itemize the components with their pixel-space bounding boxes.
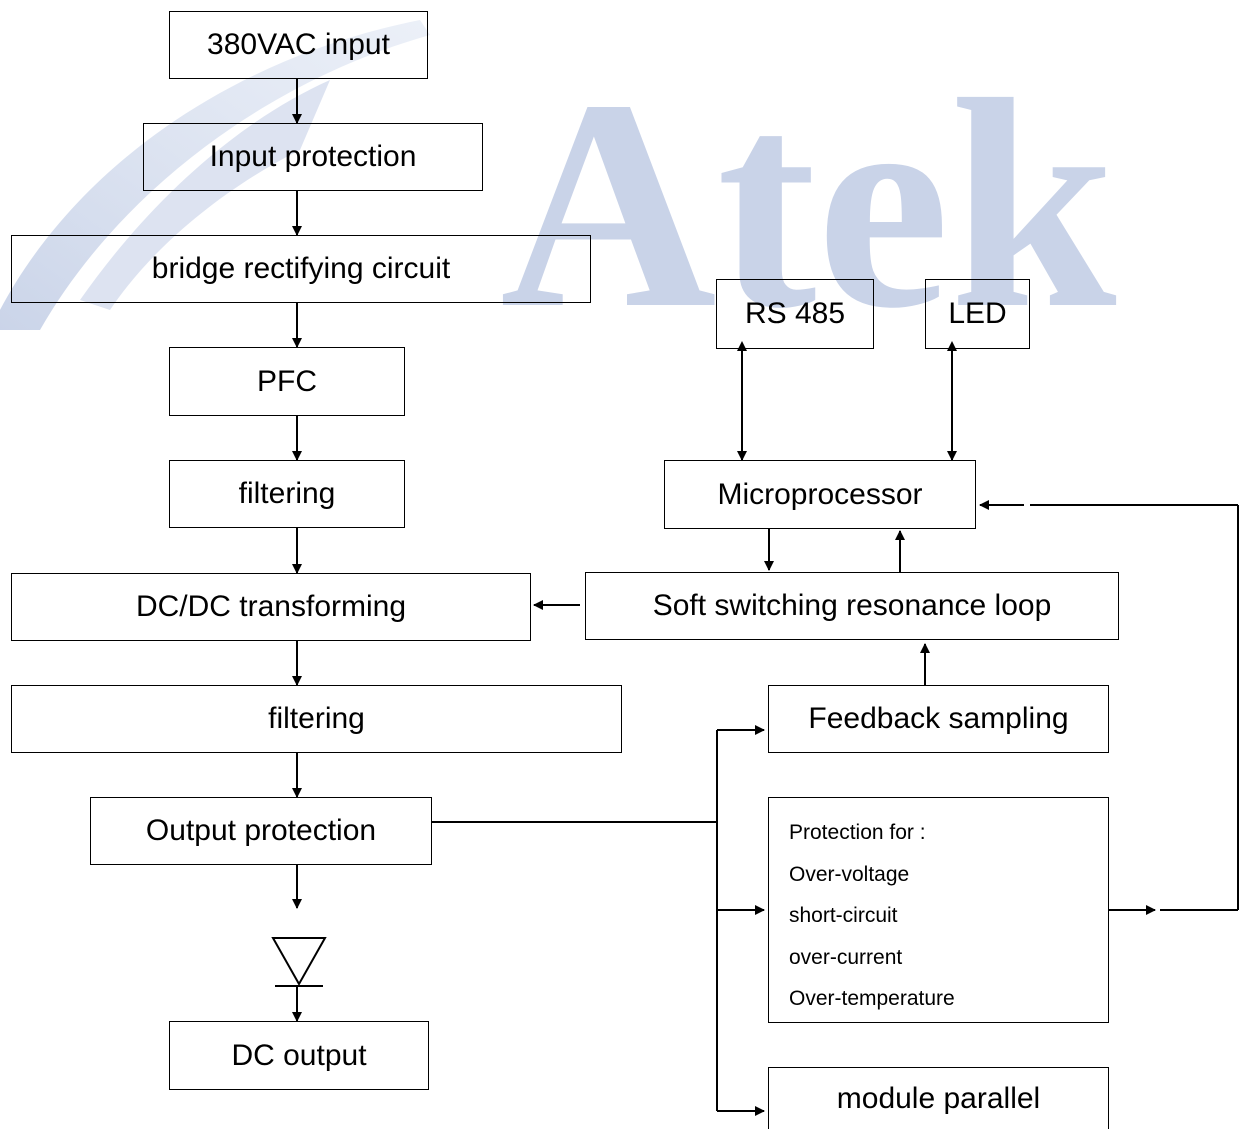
block-pfc: PFC bbox=[169, 347, 405, 416]
swoosh-icon bbox=[0, 20, 430, 330]
block-input-protection: Input protection bbox=[143, 123, 483, 191]
protection-item: Over-voltage bbox=[789, 862, 910, 886]
protection-item: over-current bbox=[789, 945, 903, 969]
protection-item: short-circuit bbox=[789, 904, 898, 927]
block-microprocessor: Microprocessor bbox=[664, 460, 976, 529]
watermark-text: Atek bbox=[500, 38, 1118, 370]
block-dc-output: DC output bbox=[169, 1021, 429, 1090]
block-led: LED bbox=[925, 279, 1030, 349]
protection-item: Over-temperature bbox=[789, 987, 955, 1010]
block-rs485: RS 485 bbox=[716, 279, 874, 349]
block-protection: Protection for : Over-voltage short-circ… bbox=[768, 797, 1109, 1023]
block-dcdc-transforming: DC/DC transforming bbox=[11, 573, 531, 641]
block-380vac-input: 380VAC input bbox=[169, 11, 428, 79]
swoosh-icon-2 bbox=[80, 80, 330, 310]
block-output-protection: Output protection bbox=[90, 797, 432, 865]
block-filtering-1: filtering bbox=[169, 460, 405, 528]
protection-heading: Protection for : bbox=[789, 821, 926, 844]
block-soft-switching-resonance-loop: Soft switching resonance loop bbox=[585, 572, 1119, 640]
block-feedback-sampling: Feedback sampling bbox=[768, 685, 1109, 753]
block-filtering-2: filtering bbox=[11, 685, 622, 753]
diode-icon bbox=[271, 937, 327, 987]
block-module-parallel: module parallel bbox=[768, 1067, 1109, 1129]
block-bridge-rectifying-circuit: bridge rectifying circuit bbox=[11, 235, 591, 303]
